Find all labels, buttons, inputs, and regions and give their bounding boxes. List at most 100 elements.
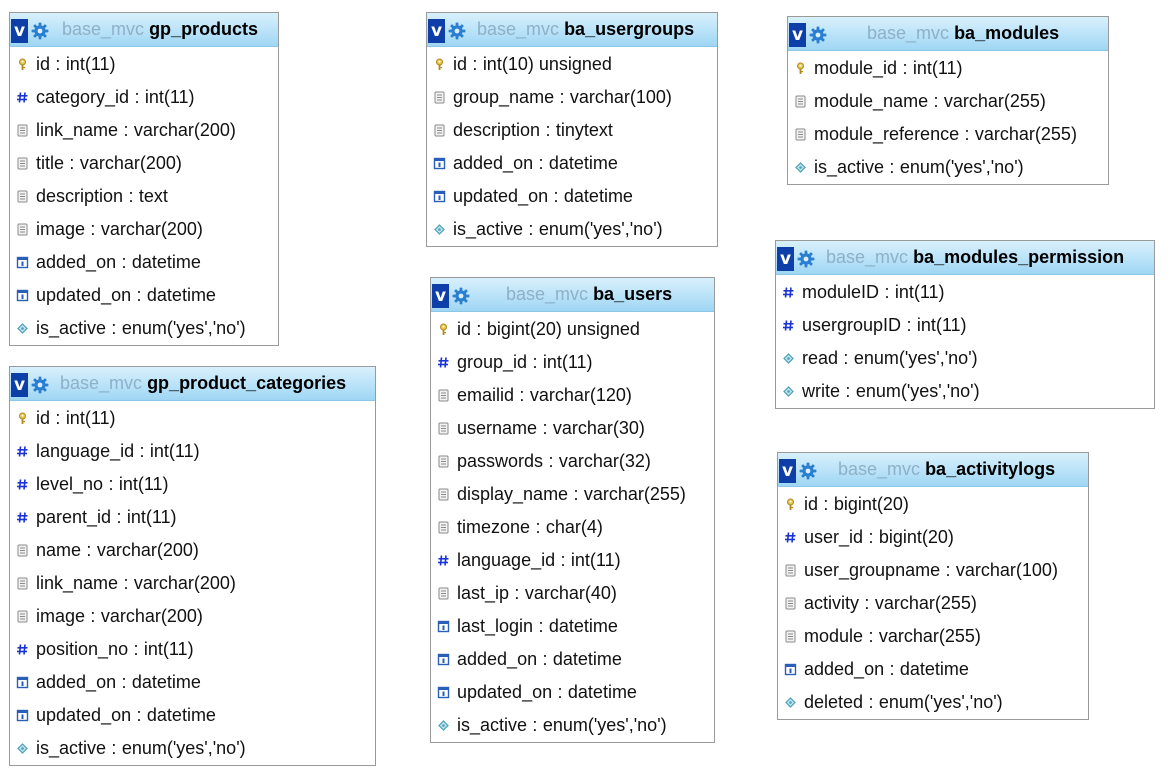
table-header[interactable]: v base_mvc gp_product_categories (10, 367, 375, 401)
column-row[interactable]: added_on:datetime (10, 246, 278, 279)
gear-icon[interactable] (452, 287, 470, 305)
column-row[interactable]: image:varchar(200) (10, 600, 375, 633)
column-type: datetime (899, 659, 969, 679)
column-row[interactable]: timezone:char(4) (431, 511, 714, 544)
toggle-badge[interactable]: v (11, 373, 28, 397)
toggle-badge[interactable]: v (428, 19, 445, 43)
column-row[interactable]: updated_on:datetime (10, 279, 278, 312)
column-row[interactable]: passwords:varchar(32) (431, 445, 714, 478)
column-row[interactable]: module_id:int(11) (788, 52, 1108, 85)
column-type: bigint(20) (878, 527, 954, 547)
column-row[interactable]: category_id:int(11) (10, 81, 278, 114)
toggle-badge[interactable]: v (432, 284, 449, 308)
gear-icon[interactable] (809, 26, 827, 44)
gear-icon[interactable] (799, 462, 817, 480)
column-type: varchar(200) (96, 540, 199, 560)
column-row[interactable]: description:tinytext (427, 114, 717, 147)
gear-icon[interactable] (31, 22, 49, 40)
column-row[interactable]: added_on:datetime (427, 147, 717, 180)
table-gp-product-categories[interactable]: v base_mvc gp_product_categories id:int(11… (9, 366, 376, 766)
column-separator: : (532, 715, 538, 735)
column-row[interactable]: module_name:varchar(255) (788, 85, 1108, 118)
column-name: level_no (36, 474, 104, 494)
column-row[interactable]: language_id:int(11) (431, 544, 714, 577)
column-row[interactable]: link_name:varchar(200) (10, 114, 278, 147)
column-name: is_active (814, 157, 885, 177)
column-type: varchar(255) (874, 593, 977, 613)
column-row[interactable]: activity:varchar(255) (778, 587, 1088, 620)
column-row[interactable]: position_no:int(11) (10, 633, 375, 666)
gear-icon[interactable] (448, 22, 466, 40)
column-row[interactable]: last_login:datetime (431, 610, 714, 643)
column-separator: : (136, 705, 142, 725)
column-row[interactable]: is_active:enum('yes','no') (10, 732, 375, 765)
column-row[interactable]: updated_on:datetime (431, 676, 714, 709)
column-row[interactable]: added_on:datetime (10, 666, 375, 699)
column-row[interactable]: emailid:varchar(120) (431, 379, 714, 412)
column-row[interactable]: is_active:enum('yes','no') (788, 151, 1108, 184)
column-name: position_no (36, 639, 129, 659)
column-row[interactable]: parent_id:int(11) (10, 501, 375, 534)
column-row[interactable]: added_on:datetime (778, 653, 1088, 686)
column-row[interactable]: group_id:int(11) (431, 346, 714, 379)
column-row[interactable]: id:int(11) (10, 48, 278, 81)
gear-icon[interactable] (797, 250, 815, 268)
column-type: enum('yes','no') (853, 348, 978, 368)
column-row[interactable]: added_on:datetime (431, 643, 714, 676)
column-row[interactable]: name:varchar(200) (10, 534, 375, 567)
column-row[interactable]: updated_on:datetime (427, 180, 717, 213)
column-row[interactable]: user_groupname:varchar(100) (778, 554, 1088, 587)
column-row[interactable]: write:enum('yes','no') (776, 375, 1154, 408)
toggle-badge[interactable]: v (779, 459, 796, 483)
column-type: text (138, 186, 168, 206)
column-row[interactable]: link_name:varchar(200) (10, 567, 375, 600)
toggle-badge[interactable]: v (11, 19, 28, 43)
column-row[interactable]: description:text (10, 180, 278, 213)
column-row[interactable]: id:bigint(20) (778, 488, 1088, 521)
column-row[interactable]: level_no:int(11) (10, 468, 375, 501)
date-icon (433, 157, 446, 170)
column-row[interactable]: group_name:varchar(100) (427, 81, 717, 114)
column-row[interactable]: is_active:enum('yes','no') (431, 709, 714, 742)
database-name: base_mvc (838, 459, 921, 479)
gear-icon[interactable] (31, 376, 49, 394)
column-row[interactable]: usergroupID:int(11) (776, 309, 1154, 342)
column-row[interactable]: id:bigint(20) unsigned (431, 313, 714, 346)
hash-icon (17, 512, 28, 523)
column-name: group_id (457, 352, 528, 372)
column-row[interactable]: user_id:bigint(20) (778, 521, 1088, 554)
column-row[interactable]: deleted:enum('yes','no') (778, 686, 1088, 719)
column-row[interactable]: is_active:enum('yes','no') (427, 213, 717, 246)
column-row[interactable]: image:varchar(200) (10, 213, 278, 246)
toggle-badge[interactable]: v (777, 247, 794, 271)
column-row[interactable]: language_id:int(11) (10, 435, 375, 468)
table-title: base_mvc gp_product_categories (60, 372, 346, 394)
column-row[interactable]: last_ip:varchar(40) (431, 577, 714, 610)
column-row[interactable]: id:int(11) (10, 402, 375, 435)
column-row[interactable]: id:int(10) unsigned (427, 48, 717, 81)
column-row[interactable]: display_name:varchar(255) (431, 478, 714, 511)
key-icon (19, 58, 26, 70)
toggle-badge[interactable]: v (789, 23, 806, 47)
column-row[interactable]: read:enum('yes','no') (776, 342, 1154, 375)
column-row[interactable]: title:varchar(200) (10, 147, 278, 180)
column-row[interactable]: module:varchar(255) (778, 620, 1088, 653)
column-row[interactable]: updated_on:datetime (10, 699, 375, 732)
column-row[interactable]: moduleID:int(11) (776, 276, 1154, 309)
column-type: datetime (548, 616, 618, 636)
column-row[interactable]: username:varchar(30) (431, 412, 714, 445)
column-row[interactable]: module_reference:varchar(255) (788, 118, 1108, 151)
column-row[interactable]: is_active:enum('yes','no') (10, 312, 278, 345)
